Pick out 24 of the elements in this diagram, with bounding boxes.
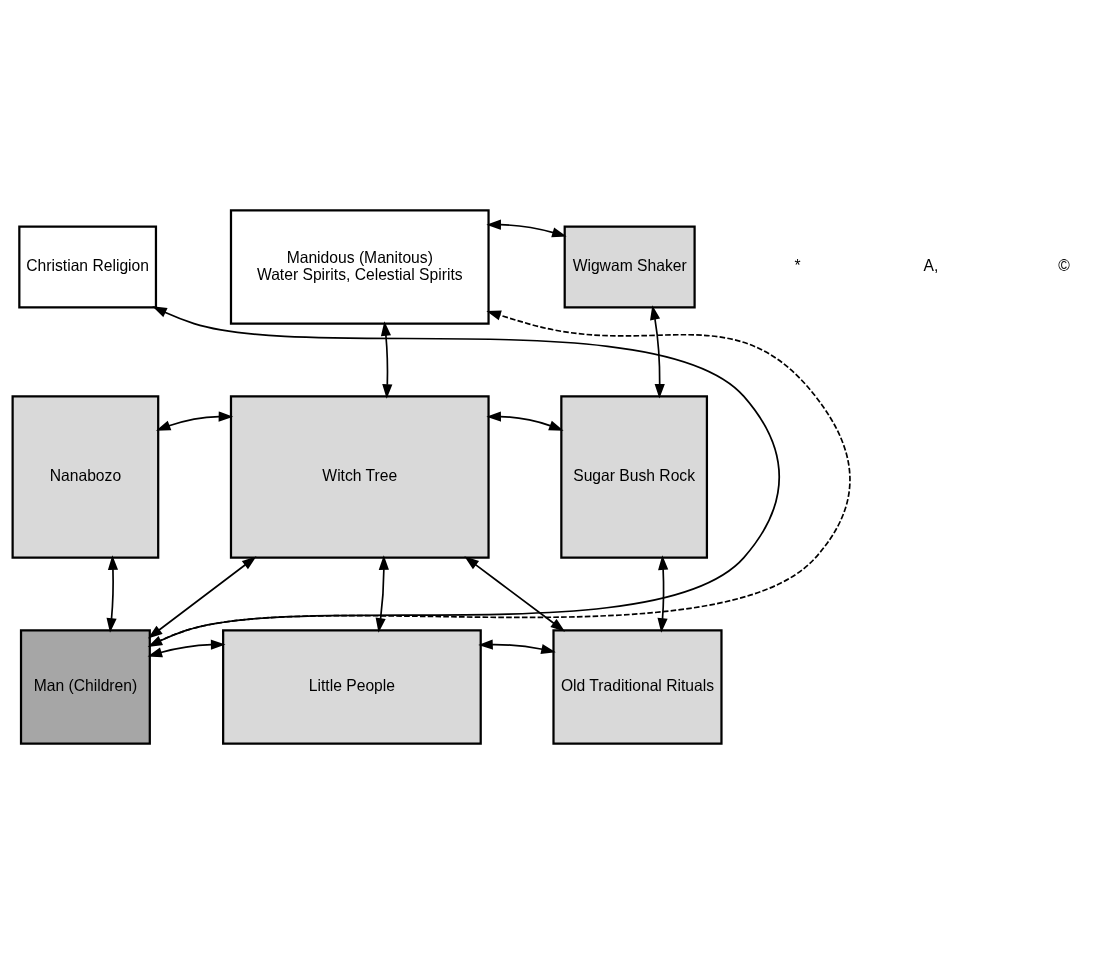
label: © [1058, 256, 1070, 274]
arrow [106, 554, 119, 633]
arrow [478, 638, 556, 654]
node-box: Little People [222, 628, 482, 745]
node-box: Witch Tree [229, 394, 490, 559]
node-box: Sugar Bush Rock [560, 394, 709, 559]
arrow [650, 304, 665, 399]
arrow [657, 554, 669, 633]
arrow [147, 639, 226, 657]
label: A, [923, 256, 939, 274]
node-box: Nanabozo [11, 394, 160, 559]
node-box: Old Traditional Rituals [552, 628, 723, 745]
node-box: Man (Children) [19, 628, 151, 745]
node-box: Wigwam Shaker [563, 225, 696, 308]
label: * [794, 256, 801, 274]
node-box: Manidous (Manitous) Water Spirits, Celestial Spirits [229, 208, 490, 325]
arrow [486, 219, 567, 237]
arrow [375, 554, 389, 633]
arrow [486, 410, 564, 431]
arrow [147, 555, 257, 639]
arrow [155, 410, 234, 431]
arrow [464, 555, 566, 632]
arrow [380, 320, 393, 399]
node-box: Christian Religion [18, 225, 158, 308]
